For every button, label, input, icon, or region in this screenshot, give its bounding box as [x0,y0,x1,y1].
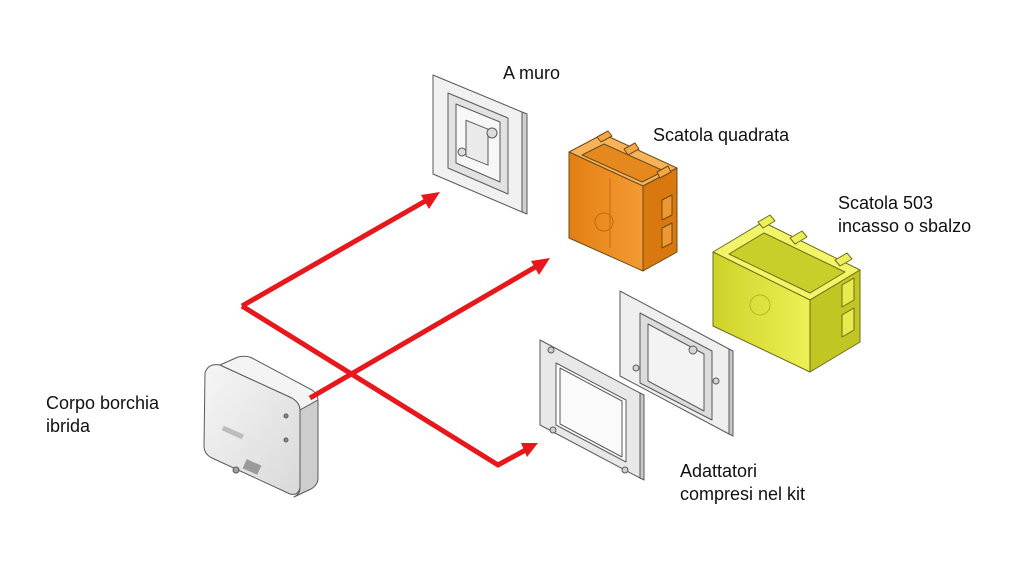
label-body-line2: ibrida [46,416,91,436]
arrowhead-square-box [531,258,550,275]
arrowhead-adapters [521,443,538,457]
square-box-part [568,130,678,272]
body-part [203,355,319,498]
label-adapters: Adattatori compresi nel kit [680,460,805,506]
adapter-frame-small [539,339,645,481]
label-square-box-text: Scatola quadrata [653,125,790,145]
label-wall-frame-text: A muro [503,63,561,83]
label-box-503-line1: Scatola 503 [838,193,934,213]
label-wall-frame: A muro [503,62,560,85]
arrow-to-wall-frame [240,193,436,309]
label-box-503: Scatola 503 incasso o sbalzo [838,192,971,238]
label-adapters-line1: Adattatori [680,461,758,481]
wall-frame-part [432,74,528,215]
label-adapters-line2: compresi nel kit [680,484,806,504]
label-box-503-line2: incasso o sbalzo [838,216,972,236]
label-body: Corpo borchia ibrida [46,392,159,438]
label-square-box: Scatola quadrata [653,124,789,147]
arrowhead-wall-frame [421,192,440,209]
label-body-line1: Corpo borchia [46,393,160,413]
adapter-plate-large [619,290,734,437]
arrows [240,193,546,468]
box-503-part [712,214,861,373]
arrow-to-square-box [308,259,546,401]
arrowheads [421,192,550,457]
arrow-to-adapters [240,303,533,468]
